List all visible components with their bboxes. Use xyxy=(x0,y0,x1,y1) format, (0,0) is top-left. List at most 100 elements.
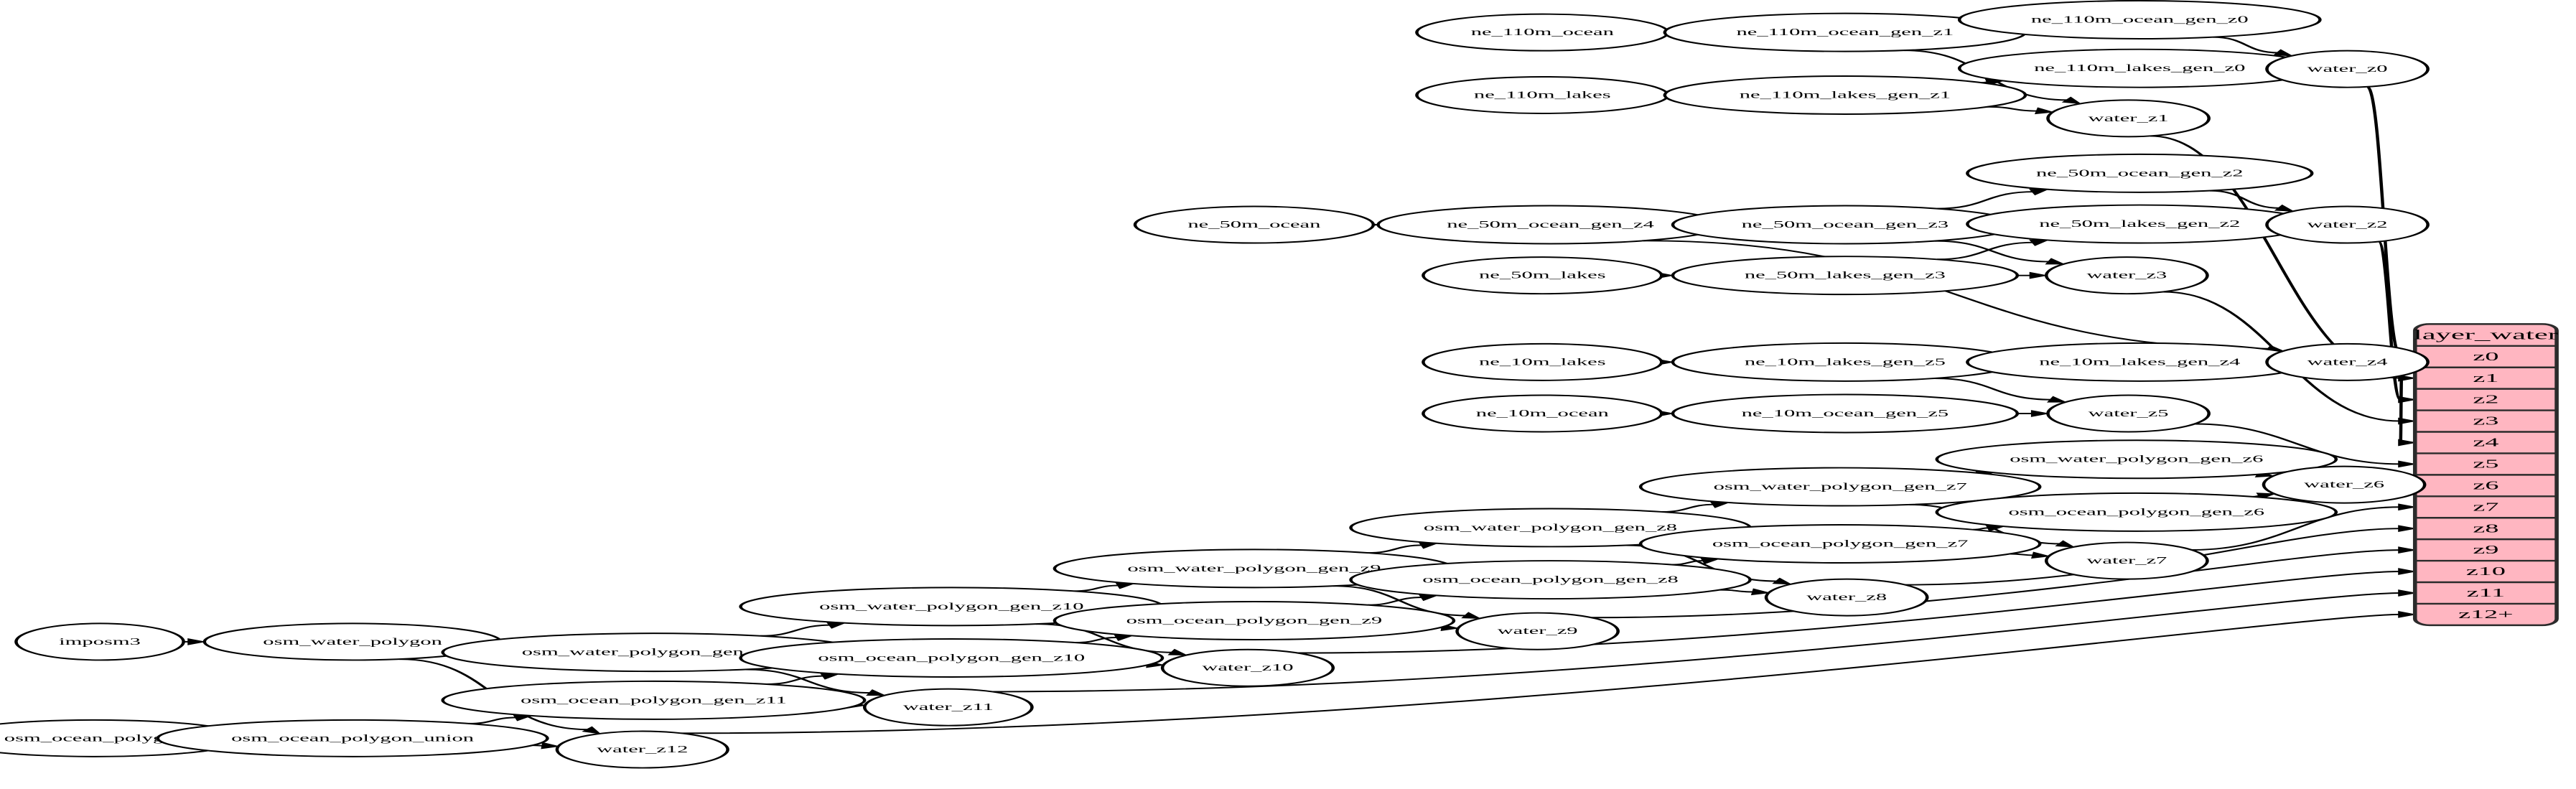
node-label-water_z3: water_z3 xyxy=(2086,270,2167,281)
node-water_z3[interactable]: water_z3 xyxy=(2044,256,2209,295)
table-row-z5[interactable]: z5 xyxy=(2473,457,2498,470)
node-ne_10m_lakes_gen_z4[interactable]: ne_10m_lakes_gen_z4 xyxy=(1966,342,2314,382)
table-row-z12+[interactable]: z12+ xyxy=(2458,608,2514,621)
table-row-z7[interactable]: z7 xyxy=(2473,500,2498,513)
table-row-z10[interactable]: z10 xyxy=(2466,565,2506,578)
node-ne_50m_lakes_gen_z2[interactable]: ne_50m_lakes_gen_z2 xyxy=(1966,204,2314,244)
node-osm_ocean_polygon_gen_z6[interactable]: osm_ocean_polygon_gen_z6 xyxy=(1935,492,2338,532)
node-imposm3[interactable]: imposm3 xyxy=(14,622,185,661)
table-row-z9[interactable]: z9 xyxy=(2473,543,2498,556)
edge-ne_50m_ocean_gen_z3-to-ne_50m_ocean_gen_z2 xyxy=(1937,191,2035,210)
node-ellipse-water_z1 xyxy=(2046,99,2211,138)
node-ne_110m_lakes_gen_z1[interactable]: ne_110m_lakes_gen_z1 xyxy=(1663,75,2027,115)
node-label-water_z12: water_z12 xyxy=(597,744,688,755)
node-water_z11[interactable]: water_z11 xyxy=(862,688,1034,727)
node-water_z5[interactable]: water_z5 xyxy=(2046,394,2211,433)
node-ellipse-ne_10m_lakes xyxy=(1422,342,1663,381)
edge-osm_ocean_polygon_union-to-osm_ocean_polygon_gen_z11 xyxy=(469,716,518,724)
node-ellipse-water_z8 xyxy=(1764,578,1929,617)
node-osm_ocean_polygon_union[interactable]: osm_ocean_polygon_union xyxy=(156,719,549,757)
node-label-osm_water_polygon_gen_z11: osm_water_polygon_gen_z11 xyxy=(522,647,785,658)
node-ellipse-ne_50m_ocean_gen_z2 xyxy=(1966,153,2314,193)
node-osm_ocean_polygon_gen_z10[interactable]: osm_ocean_polygon_gen_z10 xyxy=(739,638,1165,678)
node-ne_50m_ocean[interactable]: ne_50m_ocean xyxy=(1133,205,1376,244)
node-osm_water_polygon_gen_z6[interactable]: osm_water_polygon_gen_z6 xyxy=(1935,439,2338,480)
node-ellipse-osm_ocean_polygon_gen_z8 xyxy=(1349,560,1752,600)
node-ellipse-water_z10 xyxy=(1160,648,1335,687)
edge-ne_110m_lakes_gen_z1-to-water_z1 xyxy=(1987,106,2039,112)
node-ne_50m_ocean_gen_z3[interactable]: ne_50m_ocean_gen_z3 xyxy=(1671,205,2020,245)
node-osm_ocean_polygon_gen_z8[interactable]: osm_ocean_polygon_gen_z8 xyxy=(1349,560,1752,600)
node-ne_50m_lakes_gen_z3[interactable]: ne_50m_lakes_gen_z3 xyxy=(1671,256,2020,296)
node-label-water_z0: water_z0 xyxy=(2307,64,2388,75)
node-label-ne_10m_ocean: ne_10m_ocean xyxy=(1476,408,1609,419)
node-water_z12[interactable]: water_z12 xyxy=(555,730,729,769)
edge-water_z9-to-table-z9 xyxy=(1591,549,2401,619)
node-ne_50m_ocean_gen_z2[interactable]: ne_50m_ocean_gen_z2 xyxy=(1966,153,2314,193)
node-ne_110m_lakes[interactable]: ne_110m_lakes xyxy=(1415,75,1670,114)
edge-water_z12-to-table-z12+ xyxy=(681,613,2401,734)
node-water_z9[interactable]: water_z9 xyxy=(1455,612,1620,650)
node-ne_10m_ocean[interactable]: ne_10m_ocean xyxy=(1422,394,1663,433)
node-osm_water_polygon_gen_z7[interactable]: osm_water_polygon_gen_z7 xyxy=(1638,467,2042,507)
table-row-z8[interactable]: z8 xyxy=(2473,522,2498,535)
table-row-z3[interactable]: z3 xyxy=(2473,414,2498,427)
edge-ne_50m_ocean_gen_z2-to-water_z2 xyxy=(2209,190,2281,209)
edge-arrowhead xyxy=(2398,546,2417,554)
node-ne_50m_ocean_gen_z4[interactable]: ne_50m_ocean_gen_z4 xyxy=(1376,205,1725,245)
layer-water-table: layer_waterz0z1z2z3z4z5z6z7z8z9z10z11z12… xyxy=(2412,323,2559,627)
node-ne_10m_lakes[interactable]: ne_10m_lakes xyxy=(1422,342,1663,381)
node-water_z10[interactable]: water_z10 xyxy=(1160,648,1335,687)
edge-arrowhead xyxy=(1750,588,1771,596)
node-ellipse-water_z9 xyxy=(1455,612,1620,650)
node-water_z2[interactable]: water_z2 xyxy=(2265,205,2430,244)
node-osm_ocean_polygon_gen_z11[interactable]: osm_ocean_polygon_gen_z11 xyxy=(441,680,867,720)
node-ellipse-water_z0 xyxy=(2265,50,2430,88)
node-water_z4[interactable]: water_z4 xyxy=(2265,342,2430,381)
node-ellipse-osm_water_polygon_gen_z7 xyxy=(1638,467,2042,507)
node-water_z1[interactable]: water_z1 xyxy=(2046,99,2211,138)
node-ne_110m_ocean_gen_z1[interactable]: ne_110m_ocean_gen_z1 xyxy=(1663,12,2027,52)
node-ne_10m_lakes_gen_z5[interactable]: ne_10m_lakes_gen_z5 xyxy=(1671,342,2020,382)
table-row-z6[interactable]: z6 xyxy=(2473,479,2498,492)
table-row-z1[interactable]: z1 xyxy=(2473,372,2498,385)
table-row-z11[interactable]: z11 xyxy=(2467,587,2506,599)
node-label-water_z9: water_z9 xyxy=(1498,626,1578,637)
edge-arrowhead xyxy=(2046,396,2068,403)
node-water_z8[interactable]: water_z8 xyxy=(1764,578,1929,617)
node-label-osm_ocean_polygon_gen_z9: osm_ocean_polygon_gen_z9 xyxy=(1126,615,1383,626)
node-ellipse-ne_50m_ocean xyxy=(1133,205,1376,244)
edge-arrowhead xyxy=(2029,189,2050,196)
node-label-osm_water_polygon: osm_water_polygon xyxy=(263,637,442,648)
node-ne_50m_lakes[interactable]: ne_50m_lakes xyxy=(1422,256,1663,295)
node-label-ne_50m_ocean_gen_z3: ne_50m_ocean_gen_z3 xyxy=(1742,220,1949,230)
edge-arrowhead xyxy=(2398,568,2417,575)
node-label-water_z6: water_z6 xyxy=(2304,480,2384,490)
edge-arrowhead xyxy=(2398,417,2417,425)
node-water_z7[interactable]: water_z7 xyxy=(2044,541,2209,580)
node-label-water_z4: water_z4 xyxy=(2307,357,2388,368)
node-ellipse-osm_ocean_polygon_gen_z11 xyxy=(441,680,867,720)
node-ellipse-water_z2 xyxy=(2265,205,2430,244)
table-row-z2[interactable]: z2 xyxy=(2473,393,2498,406)
node-water_z6[interactable]: water_z6 xyxy=(2262,465,2427,504)
table-row-z0[interactable]: z0 xyxy=(2473,350,2498,363)
node-ellipse-ne_10m_ocean xyxy=(1422,394,1663,433)
node-ne_110m_ocean[interactable]: ne_110m_ocean xyxy=(1415,13,1670,52)
node-label-osm_water_polygon_gen_z9: osm_water_polygon_gen_z9 xyxy=(1127,563,1381,574)
node-ne_110m_lakes_gen_z0[interactable]: ne_110m_lakes_gen_z0 xyxy=(1957,48,2322,88)
edge-osm_water_polygon_gen_z11-to-osm_water_polygon_gen_z10 xyxy=(760,624,831,637)
node-water_z0[interactable]: water_z0 xyxy=(2265,50,2430,88)
edge-arrowhead xyxy=(2029,239,2050,246)
node-ne_110m_ocean_gen_z0[interactable]: ne_110m_ocean_gen_z0 xyxy=(1957,0,2322,39)
node-ellipse-osm_ocean_polygon_gen_z7 xyxy=(1638,524,2042,564)
node-ne_10m_ocean_gen_z5[interactable]: ne_10m_ocean_gen_z5 xyxy=(1671,393,2020,434)
node-label-ne_50m_lakes_gen_z3: ne_50m_lakes_gen_z3 xyxy=(1745,270,1946,281)
edge-arrowhead xyxy=(2030,410,2050,417)
edge-osm_water_polygon_gen_z8-to-osm_water_polygon_gen_z7 xyxy=(1662,503,1715,513)
table-row-z4[interactable]: z4 xyxy=(2473,436,2498,449)
node-osm_ocean_polygon_gen_z9[interactable]: osm_ocean_polygon_gen_z9 xyxy=(1053,601,1456,640)
node-label-ne_110m_lakes_gen_z1: ne_110m_lakes_gen_z1 xyxy=(1740,90,1951,101)
node-osm_ocean_polygon_gen_z7[interactable]: osm_ocean_polygon_gen_z7 xyxy=(1638,524,2042,564)
